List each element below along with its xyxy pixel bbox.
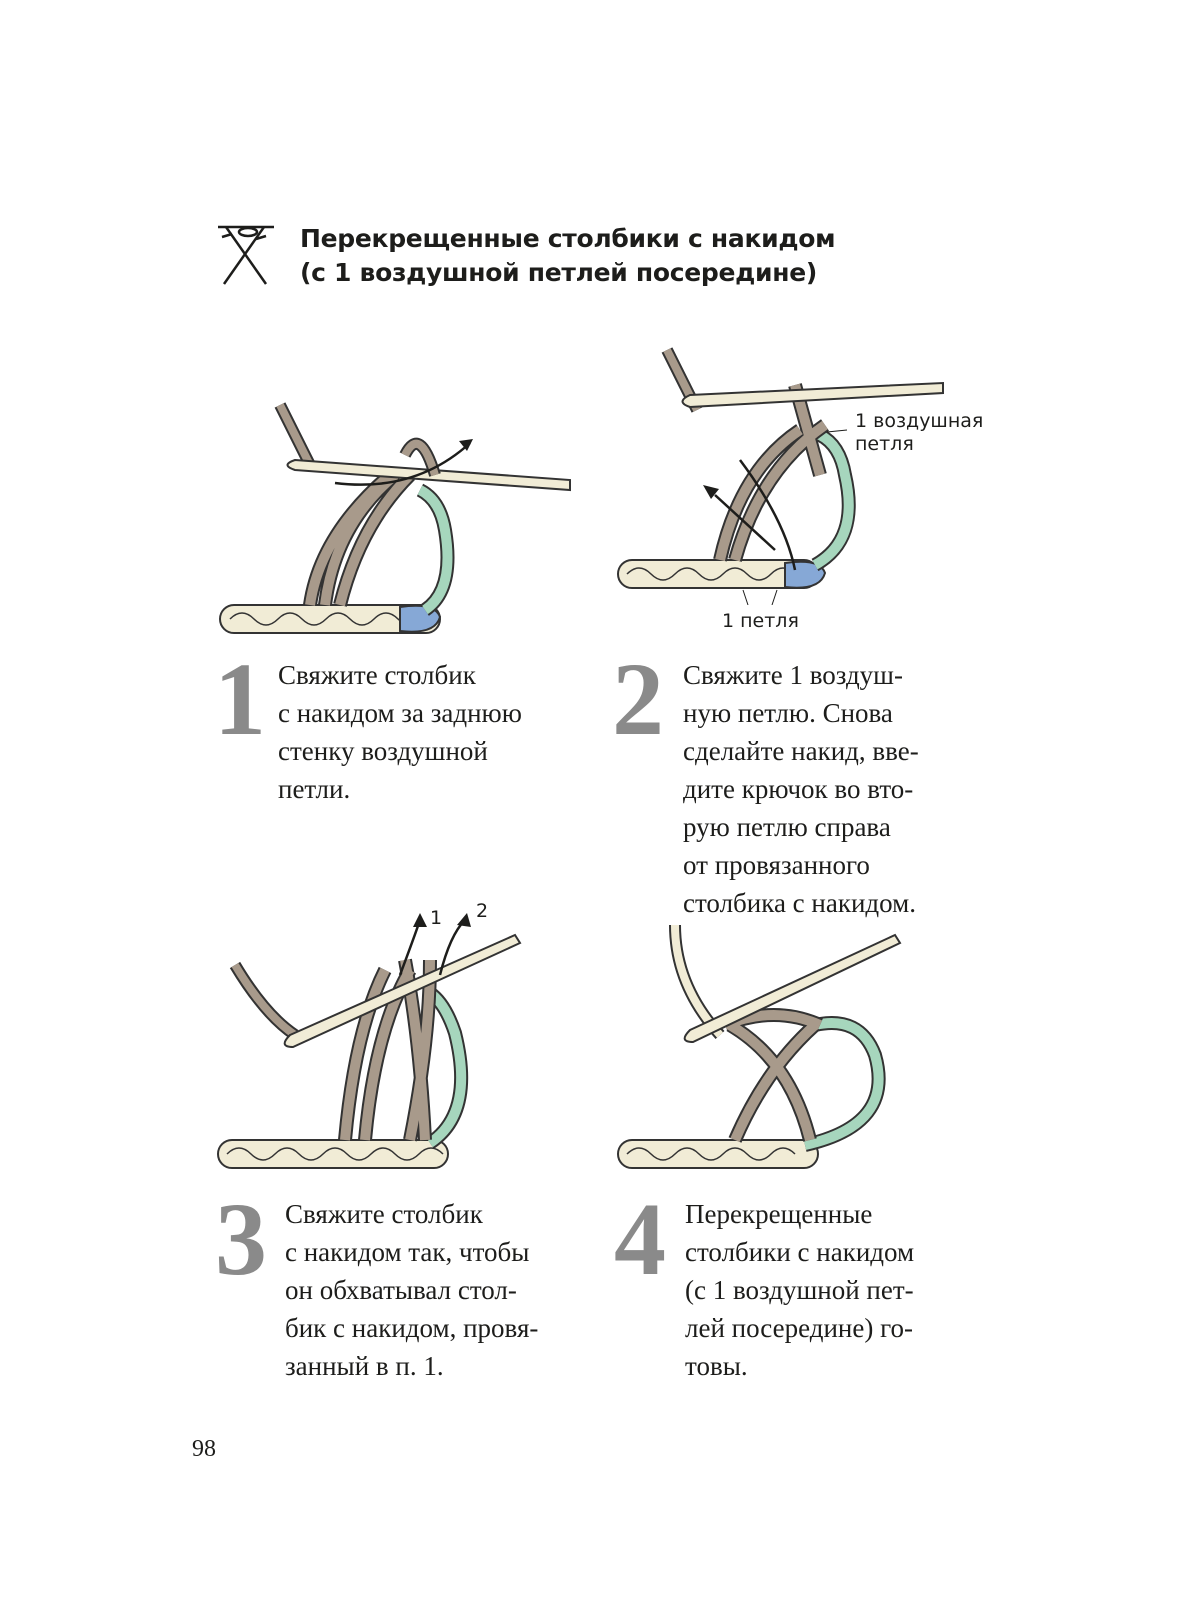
text-line: Свяжите столбик <box>278 660 476 690</box>
text-line: лей посередине) го- <box>685 1313 913 1343</box>
text-line: стенку воздушной <box>278 736 488 766</box>
text-line: сделайте накид, вве- <box>683 736 919 766</box>
step-1-text: Свяжите столбик с накидом за заднюю стен… <box>278 656 522 808</box>
label-chain-stitch: 1 воздушная петля <box>855 410 983 456</box>
text-line: он обхватывал стол- <box>285 1275 517 1305</box>
step-4-text: Перекрещенные столбики с накидом (с 1 во… <box>685 1195 914 1385</box>
text-line: Перекрещенные <box>685 1199 873 1229</box>
text-line: столбики с накидом <box>685 1237 915 1267</box>
title-line-2: (с 1 воздушной петлей посередине) <box>300 258 818 287</box>
text-line: Свяжите столбик <box>285 1199 483 1229</box>
page-number: 98 <box>192 1436 216 1462</box>
text-line: с накидом за заднюю <box>278 698 522 728</box>
text-line: столбика с накидом. <box>683 888 916 918</box>
step-3-number: 3 <box>215 1182 267 1297</box>
text-line: (с 1 воздушной пет- <box>685 1275 914 1305</box>
text-line: товы. <box>685 1351 748 1381</box>
step-2-number: 2 <box>612 642 664 757</box>
label-line: 1 воздушная <box>855 410 984 432</box>
step-1-number: 1 <box>214 642 266 757</box>
crossed-double-crochet-symbol-icon <box>218 225 274 285</box>
text-line: занный в п. 1. <box>285 1351 444 1381</box>
text-line: бик с накидом, провя- <box>285 1313 539 1343</box>
step-2-illustration <box>617 347 944 605</box>
text-line: петли. <box>278 774 351 804</box>
step-4-number: 4 <box>614 1182 666 1297</box>
title-line-1: Перекрещенные столбики с накидом <box>300 224 836 253</box>
text-line: ную петлю. Снова <box>683 698 893 728</box>
text-line: дите крючок во вто- <box>683 774 914 804</box>
step-3-illustration <box>217 913 522 1169</box>
step-1-illustration <box>219 402 571 634</box>
chain-icon <box>219 604 442 634</box>
label-line: петля <box>855 433 914 455</box>
label-loop: 1 петля <box>722 610 799 632</box>
step-4-illustration <box>617 924 902 1169</box>
text-line: с накидом так, чтобы <box>285 1237 530 1267</box>
page-title: Перекрещенные столбики с накидом (с 1 во… <box>300 222 836 290</box>
text-line: рую петлю справа <box>683 812 891 842</box>
label-arrow-1: 1 <box>430 907 443 929</box>
step-3-text: Свяжите столбик с накидом так, чтобы он … <box>285 1195 538 1385</box>
step-2-text: Свяжите 1 воздуш- ную петлю. Снова сдела… <box>683 656 919 922</box>
label-arrow-2: 2 <box>476 900 489 922</box>
text-line: Свяжите 1 воздуш- <box>683 660 903 690</box>
text-line: от провязанного <box>683 850 870 880</box>
